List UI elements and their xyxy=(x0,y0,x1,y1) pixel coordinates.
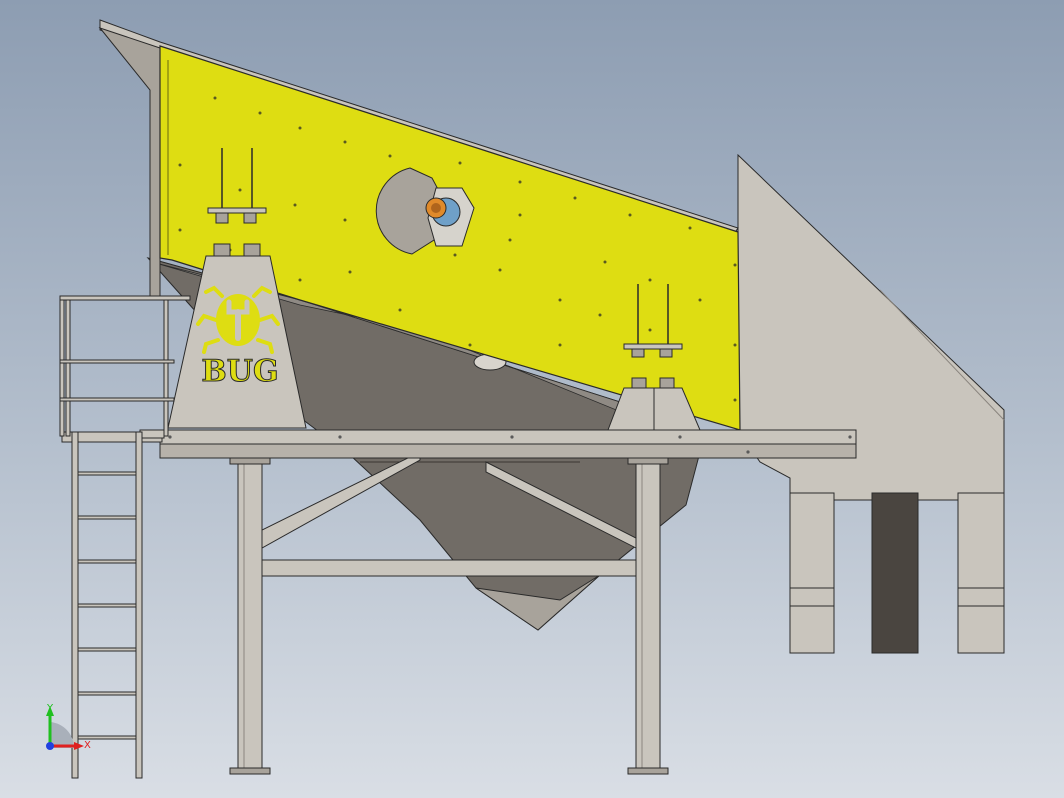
column-right xyxy=(635,457,661,771)
beetle-wrench-icon xyxy=(196,285,280,354)
exciter-guard xyxy=(375,167,449,255)
discharge-chute[interactable] xyxy=(737,153,1005,654)
chute-leg-left xyxy=(789,492,835,654)
triad-z-axis xyxy=(46,742,54,750)
horizontal-strut xyxy=(261,559,637,577)
support-frame[interactable] xyxy=(159,429,857,775)
spring-mount-right xyxy=(623,284,683,358)
chute-leg-dark xyxy=(871,492,919,654)
deck-beam-bottom xyxy=(159,443,857,459)
logo-text: BUG xyxy=(201,354,278,389)
spring-mount-left xyxy=(207,148,267,224)
exciter-assembly[interactable] xyxy=(375,167,475,255)
ladder[interactable] xyxy=(71,431,143,779)
triad-x-label: X xyxy=(84,740,91,751)
screen-feed-wall xyxy=(98,26,161,301)
chute-leg-right xyxy=(957,492,1005,654)
column-left xyxy=(237,457,263,771)
bug-logo: BUG xyxy=(196,285,280,390)
diagonal-brace-left xyxy=(261,451,421,549)
screen-bolts xyxy=(178,96,737,402)
access-platform[interactable] xyxy=(59,295,191,779)
deck-beam-top xyxy=(159,429,857,445)
handrail xyxy=(59,295,191,439)
triad-y-label: Y xyxy=(46,703,54,714)
coordinate-triad: Y X xyxy=(46,703,91,751)
triad-background-icon xyxy=(50,722,75,748)
vibrating-screen[interactable] xyxy=(98,19,741,431)
pedestal-right[interactable] xyxy=(607,377,701,431)
